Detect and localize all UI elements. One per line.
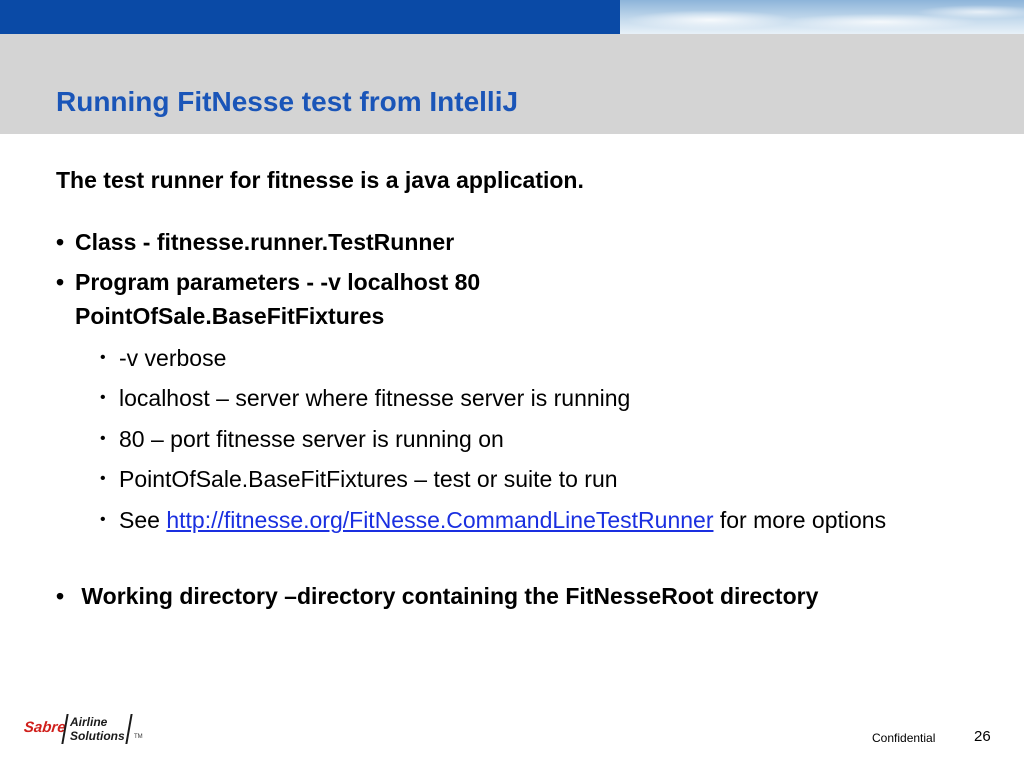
see-suffix: for more options <box>713 507 887 533</box>
logo-line-2: Solutions <box>70 729 125 743</box>
sub-bullet-see-link: • See http://fitnesse.org/FitNesse.Comma… <box>100 502 910 538</box>
sabre-airline-solutions-logo: Sabre Airline Solutions TM <box>23 714 154 746</box>
bullet-dot: • <box>100 389 106 406</box>
sub-bullet-localhost: • localhost – server where fitnesse serv… <box>100 380 930 416</box>
bullet-dot: • <box>100 430 106 447</box>
logo-brand: Sabre <box>23 719 67 736</box>
sub-bullet-verbose: • -v verbose <box>100 340 930 376</box>
bullet-dot: • <box>100 349 106 366</box>
logo-trademark: TM <box>134 734 143 740</box>
bullet-class: • Class - fitnesse.runner.TestRunner <box>56 225 936 259</box>
bullet-text: Class - fitnesse.runner.TestRunner <box>75 229 455 255</box>
bullet-text: Program parameters - -v localhost 80 Poi… <box>75 269 481 329</box>
see-prefix: See <box>119 507 167 533</box>
bullet-dot: • <box>100 511 106 528</box>
sub-bullet-text: localhost – server where fitnesse server… <box>119 385 631 411</box>
intro-text: The test runner for fitnesse is a java a… <box>56 167 584 193</box>
bullet-dot: • <box>56 583 65 609</box>
sub-bullet-port: • 80 – port fitnesse server is running o… <box>100 421 930 457</box>
bullet-text: Working directory –directory containing … <box>75 583 819 609</box>
bullet-dot: • <box>100 470 106 487</box>
slide-title: Running FitNesse test from IntelliJ <box>56 86 519 117</box>
bullet-dot: • <box>56 269 65 295</box>
page-number: 26 <box>974 728 991 745</box>
bullet-dot: • <box>56 229 65 255</box>
sky-banner-image <box>620 0 1024 34</box>
sub-bullet-text: See http://fitnesse.org/FitNesse.Command… <box>119 502 910 538</box>
sub-bullet-text: -v verbose <box>119 345 227 371</box>
sub-bullet-suite: • PointOfSale.BaseFitFixtures – test or … <box>100 461 930 497</box>
sub-bullet-text: 80 – port fitnesse server is running on <box>119 426 504 452</box>
bullet-working-directory: • Working directory –directory containin… <box>56 579 886 613</box>
confidential-label: Confidential <box>872 731 936 745</box>
title-band <box>0 34 1024 134</box>
logo-divider <box>125 714 133 744</box>
commandline-testrunner-link[interactable]: http://fitnesse.org/FitNesse.CommandLine… <box>166 507 714 533</box>
sub-bullet-text: PointOfSale.BaseFitFixtures – test or su… <box>119 466 618 492</box>
logo-line-1: Airline <box>70 715 108 729</box>
bullet-program-parameters: • Program parameters - -v localhost 80 P… <box>56 265 616 333</box>
